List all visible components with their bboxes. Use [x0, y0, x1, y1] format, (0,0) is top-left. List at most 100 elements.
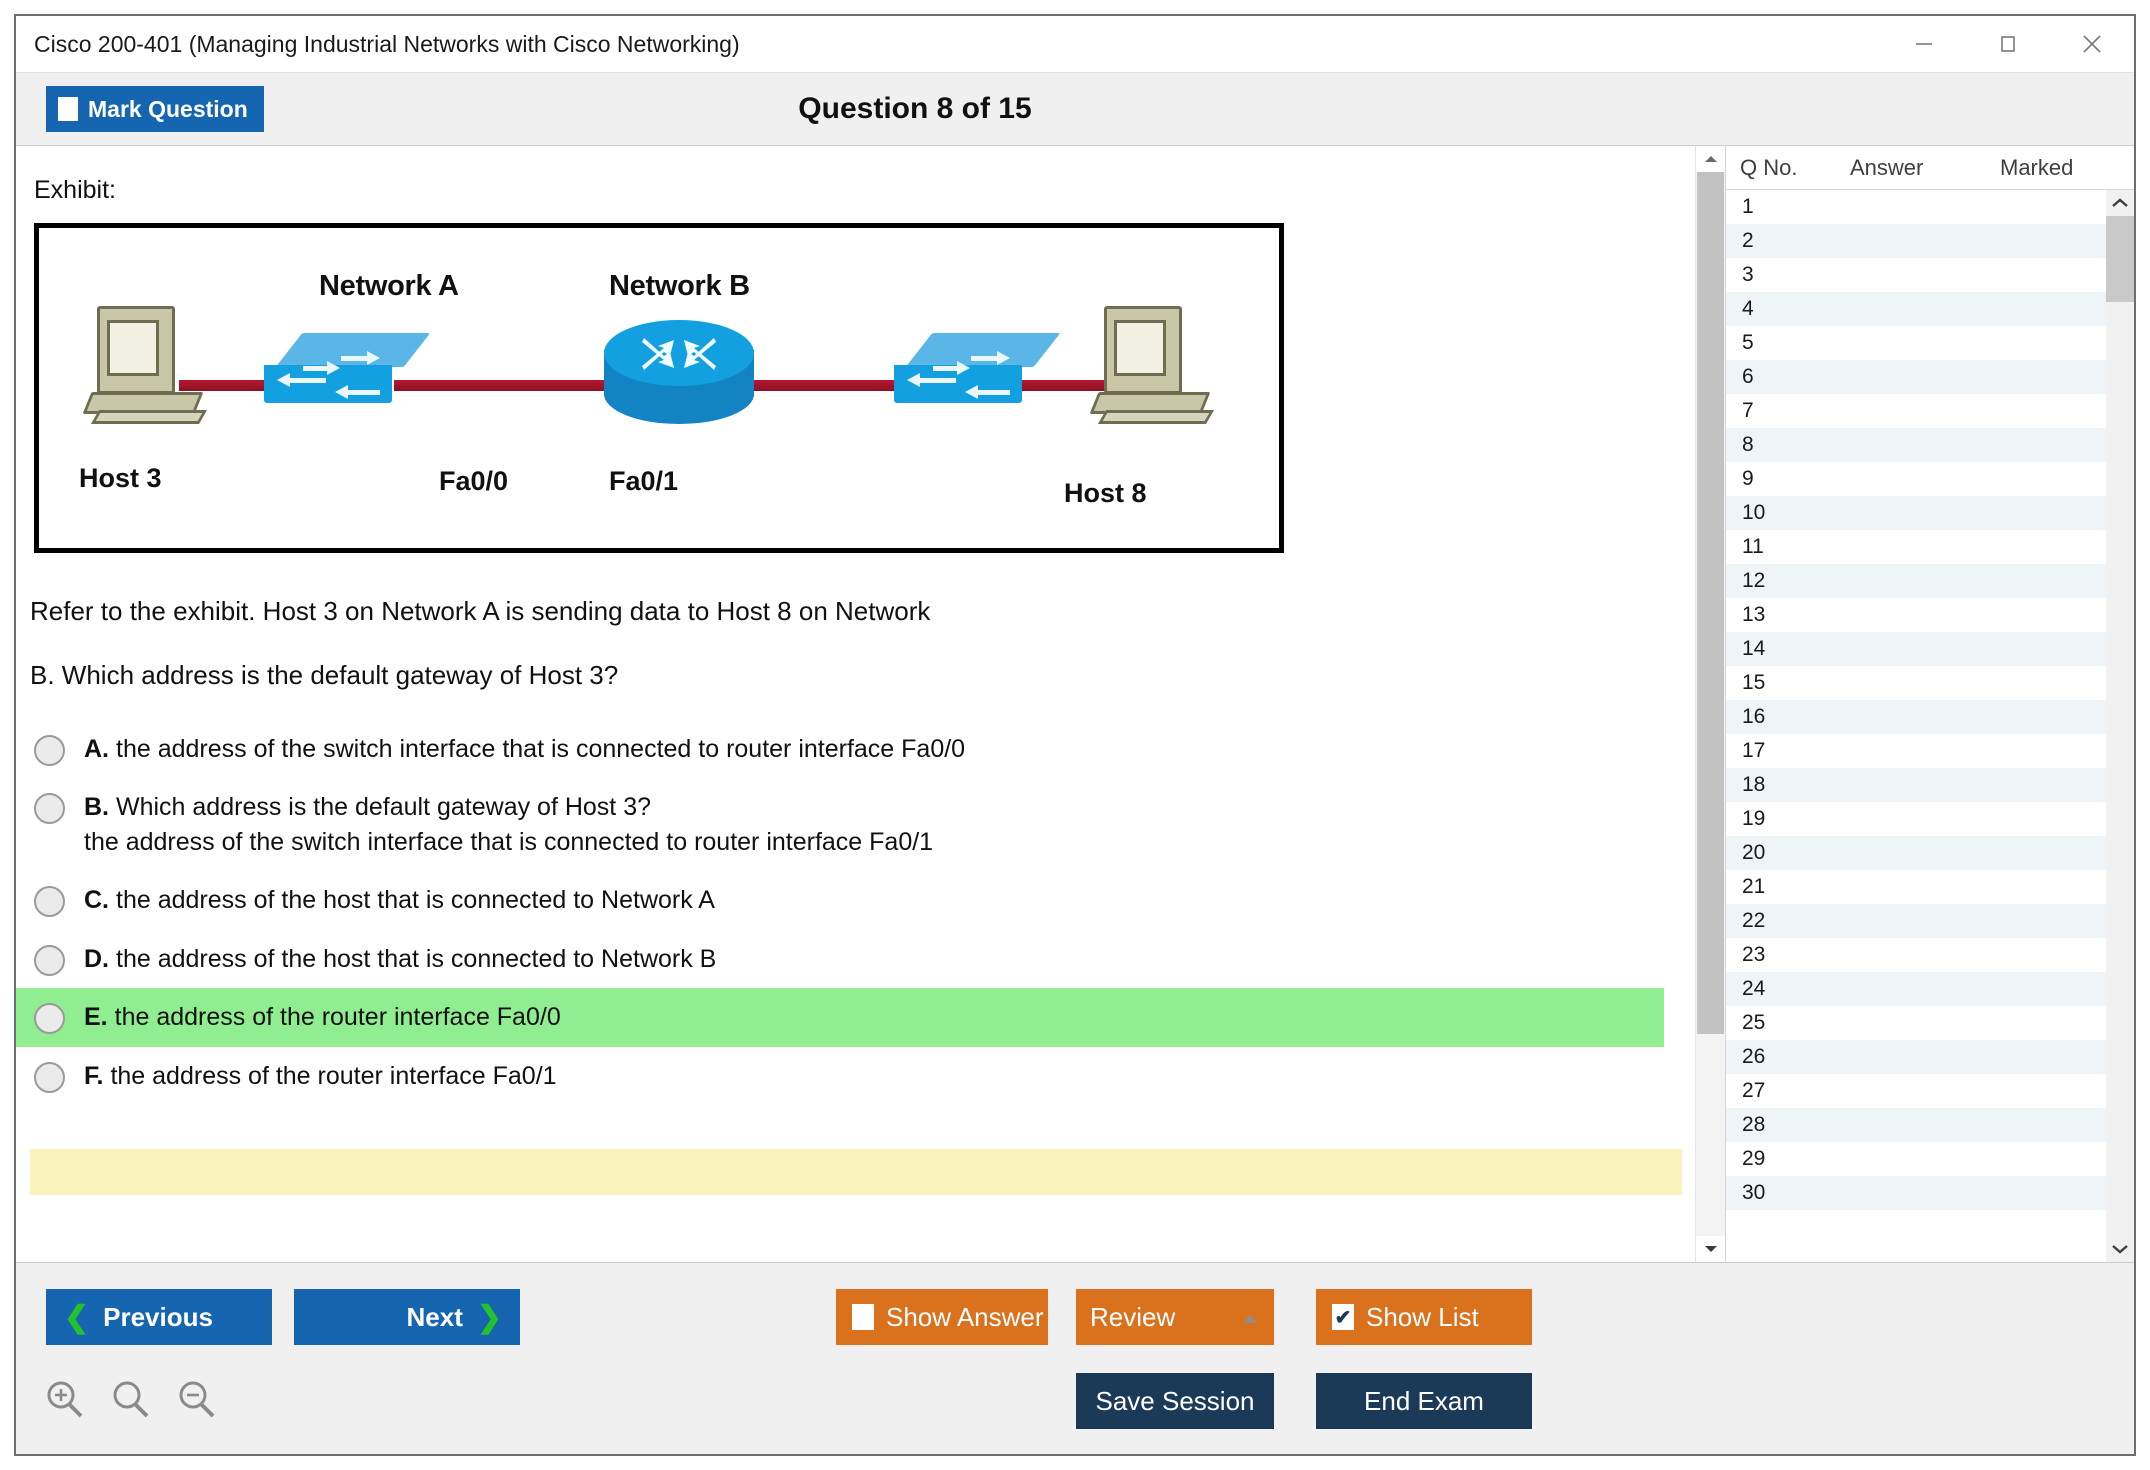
row-question-number: 8 [1742, 433, 1754, 456]
question-list-row[interactable]: 4 [1726, 292, 2106, 326]
row-question-number: 9 [1742, 467, 1754, 490]
question-list-row[interactable]: 23 [1726, 938, 2106, 972]
question-list-row[interactable]: 24 [1726, 972, 2106, 1006]
radio-a[interactable] [34, 734, 65, 766]
question-counter: Question 8 of 15 [798, 92, 1032, 125]
question-list-row[interactable]: 15 [1726, 666, 2106, 700]
question-list-row[interactable]: 11 [1726, 530, 2106, 564]
row-question-number: 21 [1742, 875, 1766, 898]
title-bar: Cisco 200-401 (Managing Industrial Netwo… [16, 16, 2134, 72]
show-answer-checkbox[interactable] [852, 1304, 874, 1330]
review-dropdown-button[interactable]: Review [1076, 1289, 1274, 1345]
option-e[interactable]: E.the address of the router interface Fa… [16, 988, 1664, 1047]
scroll-up-icon[interactable] [1696, 146, 1725, 172]
content-scroll-thumb[interactable] [1697, 172, 1724, 1034]
show-list-label: Show List [1366, 1301, 1479, 1332]
content-scrollbar[interactable] [1695, 146, 1725, 1262]
question-list-row[interactable]: 22 [1726, 904, 2106, 938]
row-question-number: 3 [1742, 263, 1754, 286]
radio-c[interactable] [34, 886, 65, 918]
end-exam-button[interactable]: End Exam [1316, 1373, 1532, 1429]
list-scroll-down-icon[interactable] [2106, 1236, 2134, 1262]
mark-question-button[interactable]: Mark Question [46, 86, 264, 132]
question-list-row[interactable]: 3 [1726, 258, 2106, 292]
row-question-number: 14 [1742, 637, 1766, 660]
option-d-text: the address of the host that is connecte… [116, 944, 717, 973]
window-controls [1882, 16, 2134, 72]
fa00-label: Fa0/0 [439, 466, 509, 496]
question-list-row[interactable]: 10 [1726, 496, 2106, 530]
question-list-row[interactable]: 18 [1726, 768, 2106, 802]
question-list-row[interactable]: 5 [1726, 326, 2106, 360]
zoom-reset-icon[interactable] [108, 1377, 154, 1423]
option-c[interactable]: C.the address of the host that is connec… [16, 871, 1664, 930]
link-switch2-host8 [1004, 380, 1154, 391]
option-d[interactable]: D.the address of the host that is connec… [16, 930, 1664, 989]
zoom-out-icon[interactable] [174, 1377, 220, 1423]
save-session-button[interactable]: Save Session [1076, 1373, 1274, 1429]
question-list-row[interactable]: 12 [1726, 564, 2106, 598]
maximize-icon[interactable] [1966, 16, 2050, 72]
question-list-row[interactable]: 30 [1726, 1176, 2106, 1210]
option-a[interactable]: A.the address of the switch interface th… [16, 720, 1664, 779]
option-d-letter: D. [84, 944, 109, 973]
chevron-left-icon: ❮ [64, 1300, 90, 1334]
question-list-row[interactable]: 27 [1726, 1074, 2106, 1108]
row-question-number: 12 [1742, 569, 1766, 592]
question-list-row[interactable]: 28 [1726, 1108, 2106, 1142]
question-list-row[interactable]: 21 [1726, 870, 2106, 904]
radio-d[interactable] [34, 944, 65, 976]
list-scroll-track[interactable] [2106, 216, 2134, 1236]
question-list-scrollbar[interactable] [2106, 190, 2134, 1262]
close-icon[interactable] [2050, 16, 2134, 72]
radio-b[interactable] [34, 793, 65, 825]
host3-label: Host 3 [79, 463, 162, 493]
list-scroll-up-icon[interactable] [2106, 190, 2134, 216]
next-label: Next [406, 1301, 463, 1332]
next-button[interactable]: Next ❯ [294, 1289, 520, 1345]
question-list-row[interactable]: 29 [1726, 1142, 2106, 1176]
question-list-row[interactable]: 16 [1726, 700, 2106, 734]
question-list-row[interactable]: 25 [1726, 1006, 2106, 1040]
option-a-text: the address of the switch interface that… [116, 734, 966, 763]
content-scroll-track[interactable] [1696, 172, 1725, 1236]
question-line-1: Refer to the exhibit. Host 3 on Network … [30, 596, 931, 626]
question-list-row[interactable]: 26 [1726, 1040, 2106, 1074]
question-list-row[interactable]: 13 [1726, 598, 2106, 632]
row-question-number: 22 [1742, 909, 1766, 932]
answer-explanation-bar [30, 1149, 1682, 1196]
minimize-icon[interactable] [1882, 16, 1966, 72]
radio-f[interactable] [34, 1061, 65, 1093]
mark-question-checkbox[interactable] [58, 97, 78, 121]
list-scroll-thumb[interactable] [2106, 216, 2134, 302]
link-router-switch2 [739, 380, 929, 391]
question-list-header: Q No. Answer Marked [1726, 146, 2134, 190]
question-list-row[interactable]: 6 [1726, 360, 2106, 394]
option-b-letter: B. [84, 793, 109, 822]
previous-button[interactable]: ❮ Previous [46, 1289, 272, 1345]
show-answer-button[interactable]: Show Answer [836, 1289, 1048, 1345]
review-label: Review [1090, 1301, 1176, 1332]
row-question-number: 25 [1742, 1011, 1766, 1034]
question-list-row[interactable]: 9 [1726, 462, 2106, 496]
question-list-row[interactable]: 2 [1726, 224, 2106, 258]
zoom-in-icon[interactable] [42, 1377, 88, 1423]
question-list-row[interactable]: 14 [1726, 632, 2106, 666]
question-list-row[interactable]: 19 [1726, 802, 2106, 836]
question-list-row[interactable]: 17 [1726, 734, 2106, 768]
option-f[interactable]: F.the address of the router interface Fa… [16, 1047, 1664, 1106]
question-list-row[interactable]: 20 [1726, 836, 2106, 870]
show-list-button[interactable]: ✔ Show List [1316, 1289, 1532, 1345]
question-list-row[interactable]: 8 [1726, 428, 2106, 462]
question-list-row[interactable]: 1 [1726, 190, 2106, 224]
row-question-number: 19 [1742, 807, 1766, 830]
question-list-row[interactable]: 7 [1726, 394, 2106, 428]
option-b[interactable]: B.Which address is the default gateway o… [16, 778, 1664, 871]
row-question-number: 1 [1742, 195, 1754, 218]
show-list-checkbox[interactable]: ✔ [1332, 1304, 1354, 1330]
scroll-down-icon[interactable] [1696, 1236, 1725, 1262]
radio-e[interactable] [34, 1003, 65, 1035]
option-b-text: Which address is the default gateway of … [116, 793, 652, 822]
